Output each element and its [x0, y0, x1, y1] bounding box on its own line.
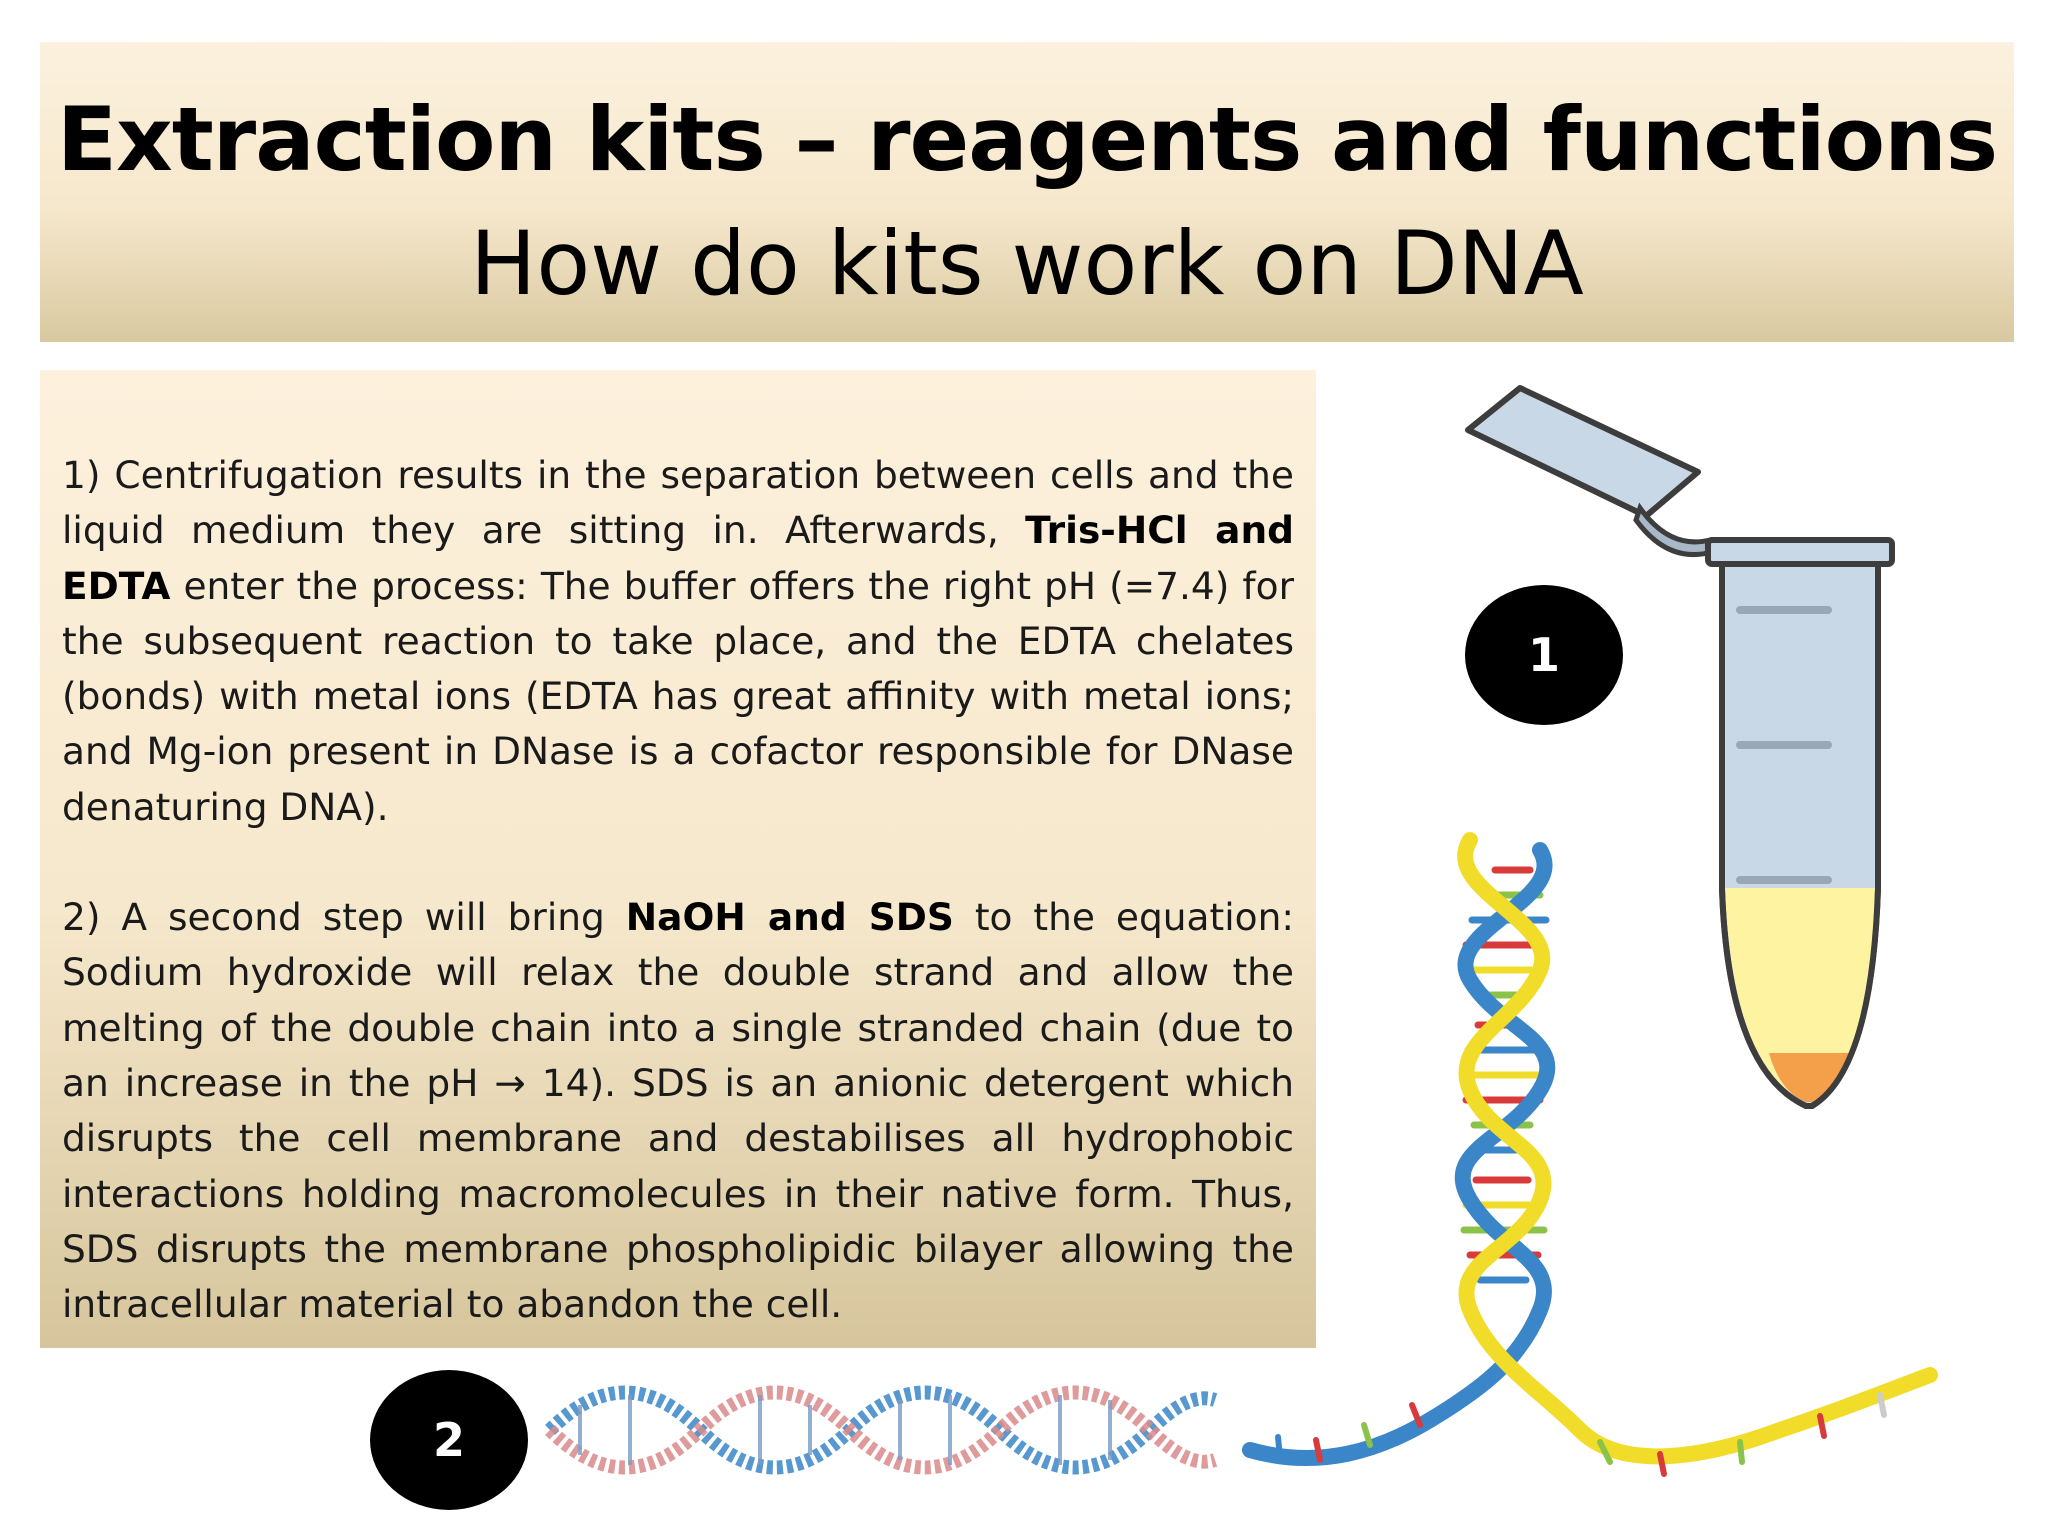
step-2-body: to the equation: Sodium hydroxide will r…: [62, 895, 1295, 1327]
step-2-reagents: NaOH and SDS: [625, 895, 954, 940]
step-1-body: enter the process: The buffer offers the…: [62, 563, 1294, 829]
text-panel: 1) Centrifugation results in the separat…: [40, 370, 1316, 1348]
step-1-reagents: Tris-HCl and EDTA: [62, 508, 1294, 608]
step-2-paragraph: 2) A second step will bring NaOH and SDS…: [62, 890, 1294, 1332]
step-2-intro: 2) A second step will bring: [62, 895, 626, 940]
step-1-intro: 1) Centrifugation results in the separat…: [62, 453, 1294, 553]
dna-molecular-model-icon: [545, 1385, 1218, 1475]
microcentrifuge-tube-icon: [1465, 385, 1895, 1109]
dna-unwinding-icon: [1242, 832, 1938, 1477]
title-banner: Extraction kits – reagents and functions…: [40, 42, 2014, 342]
slide-subtitle: How do kits work on DNA: [470, 212, 1584, 315]
slide-title: Extraction kits – reagents and functions: [56, 88, 1998, 191]
step-1-paragraph: 1) Centrifugation results in the separat…: [62, 448, 1294, 835]
step-1-badge: 1: [1465, 585, 1623, 725]
step-2-badge: 2: [370, 1370, 528, 1510]
